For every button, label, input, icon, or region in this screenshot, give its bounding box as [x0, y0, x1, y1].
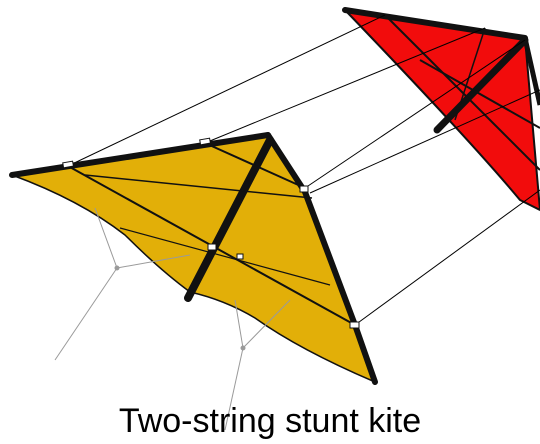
control-line — [355, 190, 540, 325]
diagram-caption: Two-string stunt kite — [0, 398, 540, 444]
front-kite — [12, 135, 375, 430]
front-kite-sail — [12, 135, 375, 382]
back-kite-sail — [345, 10, 540, 210]
back-kite — [345, 10, 540, 210]
